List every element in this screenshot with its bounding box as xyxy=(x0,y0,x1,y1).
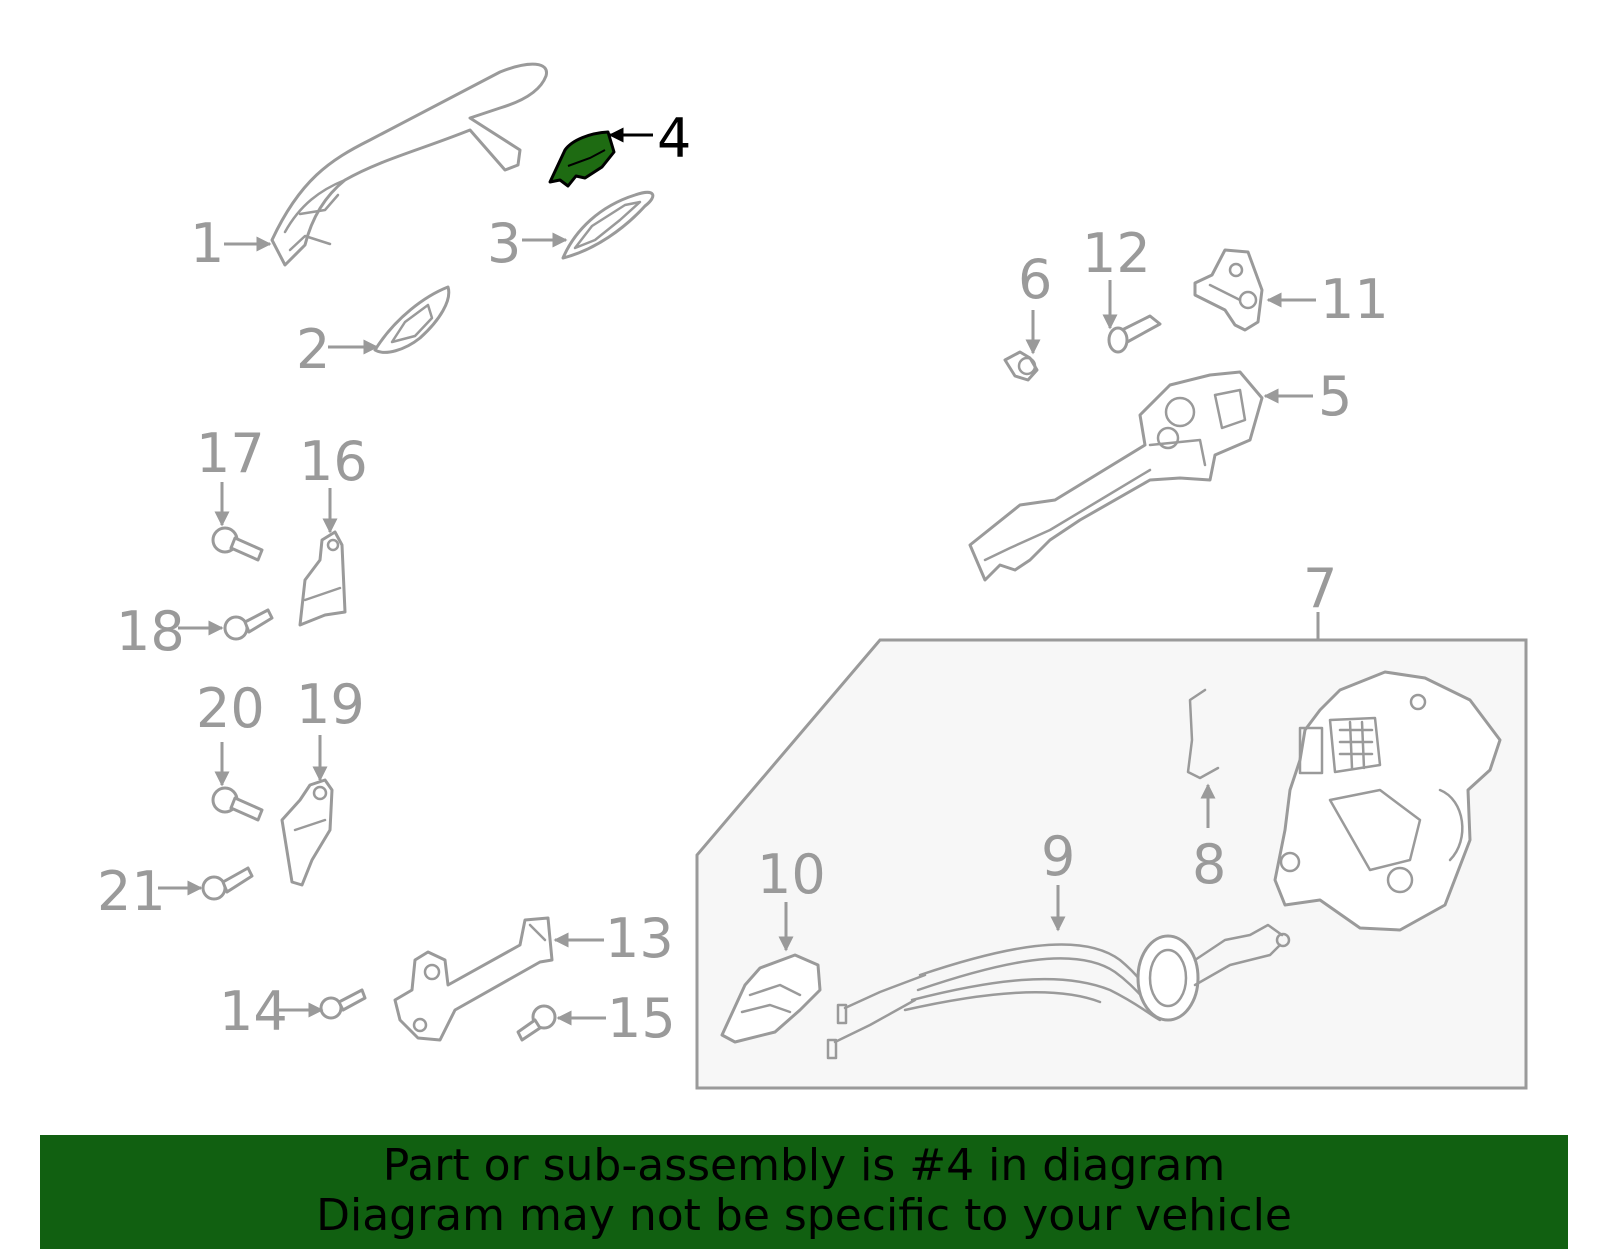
outer-door-handle-part xyxy=(270,62,548,267)
bolt-15-part xyxy=(516,1004,557,1042)
rod-8-part xyxy=(1186,688,1220,780)
bolt-12-part xyxy=(1107,314,1162,354)
banner-line-2: Diagram may not be specific to your vehi… xyxy=(316,1190,1292,1241)
bolt-21-part xyxy=(201,866,254,901)
actuator-10-part xyxy=(720,953,822,1044)
callout-6: 6 xyxy=(1018,248,1052,311)
door-check-13-part xyxy=(393,916,554,1042)
bolt-20-part xyxy=(211,786,264,822)
bolt-18-part xyxy=(223,608,274,641)
callout-7: 7 xyxy=(1303,557,1337,620)
callout-8: 8 xyxy=(1192,833,1226,896)
callout-4: 4 xyxy=(657,107,691,170)
clip-6-part xyxy=(1003,350,1039,382)
callout-10: 10 xyxy=(757,843,826,906)
callout-5: 5 xyxy=(1318,365,1352,428)
latch-7-part xyxy=(1273,670,1502,932)
callout-15: 15 xyxy=(607,987,676,1050)
cable-9-part xyxy=(826,923,1291,1060)
hinge-19-part xyxy=(280,778,334,887)
callout-21: 21 xyxy=(97,860,166,923)
info-banner: Part or sub-assembly is #4 in diagram Di… xyxy=(40,1135,1568,1249)
callout-3: 3 xyxy=(487,212,521,275)
handle-cap-4-part xyxy=(548,130,616,188)
handle-frame-5-part xyxy=(968,370,1264,582)
bolt-17-part xyxy=(211,526,264,562)
callout-1: 1 xyxy=(190,212,224,275)
striker-11-part xyxy=(1193,248,1264,332)
banner-line-1: Part or sub-assembly is #4 in diagram xyxy=(382,1140,1226,1191)
gasket-3-part xyxy=(561,190,655,260)
callout-17: 17 xyxy=(196,422,265,485)
callout-20: 20 xyxy=(196,677,265,740)
hinge-16-part xyxy=(298,530,347,627)
callout-13: 13 xyxy=(605,907,674,970)
callout-18: 18 xyxy=(116,600,185,663)
callout-19: 19 xyxy=(296,673,365,736)
gasket-2-part xyxy=(373,285,451,354)
bolt-14-part xyxy=(319,988,367,1020)
callout-16: 16 xyxy=(299,430,368,493)
callout-11: 11 xyxy=(1320,268,1389,331)
callout-12: 12 xyxy=(1082,222,1151,285)
callout-9: 9 xyxy=(1041,825,1075,888)
callout-2: 2 xyxy=(296,318,330,381)
callout-14: 14 xyxy=(219,980,288,1043)
